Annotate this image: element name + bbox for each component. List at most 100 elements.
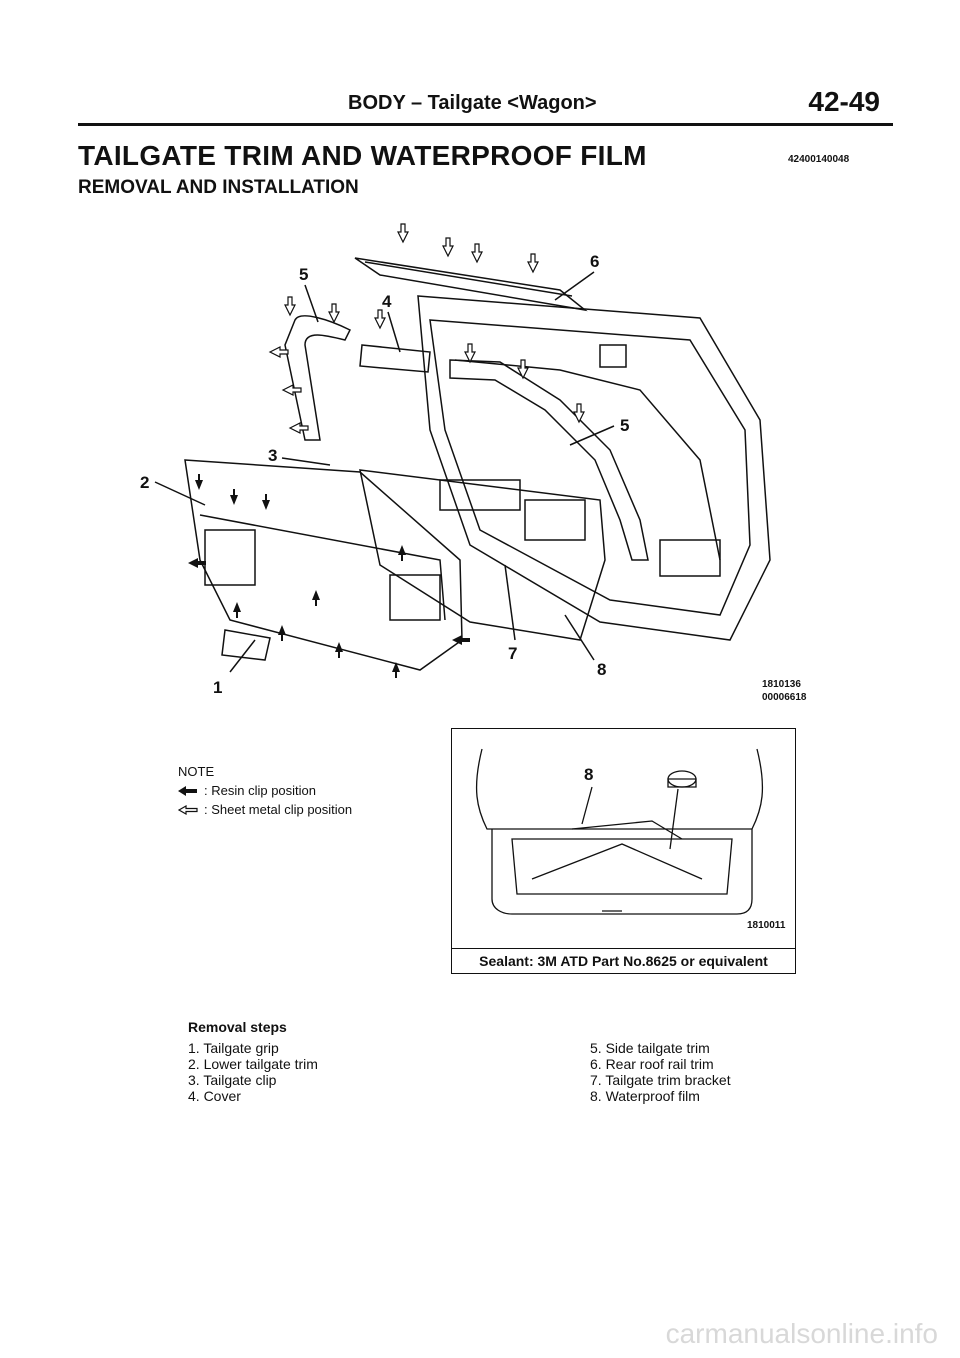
callout-8: 8 [597, 660, 607, 679]
resin-clip-arrow-icon [188, 558, 206, 568]
title-code: 42400140048 [788, 154, 850, 165]
removal-steps-heading: Removal steps [188, 1019, 287, 1035]
inset-film-edge [571, 820, 683, 840]
sealant-caption: Sealant: 3M ATD Part No.8625 or equivale… [451, 948, 796, 974]
inset-leader-8 [581, 786, 593, 825]
tailgate-opening-center [524, 499, 586, 541]
callout-1: 1 [213, 678, 223, 697]
figure-code-line2: 00006618 [762, 692, 807, 703]
removal-steps-right: 5. Side tailgate trim 6. Rear roof rail … [590, 1040, 731, 1104]
waterproof-film-inset-diagram [475, 748, 764, 915]
lower-trim-pocket-left [204, 529, 256, 586]
inset-figure: 8 [451, 728, 796, 974]
rear-roof-rail-trim-edge [364, 261, 573, 297]
sheet-metal-clip-arrow-icon [464, 343, 476, 364]
inset-film-area [511, 838, 733, 895]
sheet-metal-clip-arrow-icon [178, 804, 198, 815]
callout-5-right: 5 [620, 416, 630, 435]
callout-7: 7 [508, 644, 518, 663]
cover-part [359, 344, 431, 373]
resin-clip-arrow-icon [278, 625, 286, 641]
sheet-metal-clip-arrow-icon [268, 346, 289, 358]
callout-6: 6 [590, 252, 600, 271]
resin-clip-markers [188, 474, 470, 678]
sheet-metal-clip-arrow-icon [284, 296, 296, 317]
sheet-metal-clip-arrow-icon [573, 403, 585, 424]
inset-body-outline [475, 748, 764, 830]
note-legend: NOTE : Resin clip position : Sheet metal… [178, 762, 352, 819]
resin-clip-arrow-icon [178, 785, 197, 796]
tailgate-inner-edge [454, 359, 721, 561]
tailgate-bracket-upper [599, 344, 627, 368]
resin-clip-arrow-icon [312, 590, 320, 606]
removal-steps-left: 1. Tailgate grip 2. Lower tailgate trim … [188, 1040, 318, 1104]
leader-4 [387, 311, 401, 353]
lower-tailgate-trim [184, 459, 463, 671]
figure-code: 1810136 00006618 [762, 678, 807, 704]
sheet-metal-clip-markers [268, 223, 585, 434]
tailgate-frame-inner [429, 319, 751, 616]
sheet-metal-clip-arrow-icon [471, 243, 483, 264]
sheet-metal-clip-arrow-icon [517, 359, 529, 380]
callout-2: 2 [140, 473, 150, 492]
sheet-metal-clip-arrow-icon [288, 422, 309, 434]
leader-8 [564, 614, 595, 661]
inset-sealant-base [667, 778, 697, 788]
rear-roof-rail-trim [354, 257, 588, 312]
leader-5a [304, 284, 319, 323]
tailgate-frame [417, 295, 771, 641]
list-item: 7. Tailgate trim bracket [590, 1072, 731, 1088]
leader-3 [281, 457, 331, 466]
note-item-resin-text: : Resin clip position [204, 783, 316, 798]
sheet-metal-clip-arrow-icon [527, 253, 539, 274]
page-number: 42-49 [808, 86, 880, 117]
inset-tailgate-opening [491, 829, 753, 915]
resin-clip-arrow-icon [195, 474, 203, 490]
list-item: 2. Lower tailgate trim [188, 1056, 318, 1072]
side-tailgate-trim-left [284, 315, 352, 441]
section-header: BODY – Tailgate <Wagon> [348, 92, 597, 114]
resin-clip-arrow-icon [230, 489, 238, 505]
sheet-metal-clip-arrow-icon [397, 223, 409, 244]
resin-clip-arrow-icon [262, 494, 270, 510]
inset-film-crease [531, 843, 703, 880]
header-rule [78, 123, 893, 126]
list-item: 6. Rear roof rail trim [590, 1056, 714, 1072]
page-title: TAILGATE TRIM AND WATERPROOF FILM [78, 140, 647, 171]
resin-clip-arrow-icon [335, 642, 343, 658]
page-subtitle: REMOVAL AND INSTALLATION [78, 177, 359, 198]
leader-2 [154, 481, 206, 506]
callout-4: 4 [382, 292, 392, 311]
footer-watermark: carmanualsonline.info [665, 1318, 938, 1349]
sheet-metal-clip-arrow-icon [442, 237, 454, 258]
lower-trim-ridge [199, 514, 446, 621]
resin-clip-arrow-icon [392, 662, 400, 678]
list-item: 4. Cover [188, 1088, 241, 1104]
tailgate-grip [221, 629, 271, 661]
list-item: 1. Tailgate grip [188, 1040, 279, 1056]
list-item: 8. Waterproof film [590, 1088, 700, 1104]
list-item: 5. Side tailgate trim [590, 1040, 710, 1056]
sheet-metal-clip-arrow-icon [281, 384, 302, 396]
note-item-sheet-metal: : Sheet metal clip position [178, 800, 352, 819]
leader-5b [569, 425, 615, 446]
film-handle-recess [439, 479, 521, 511]
figure-code-line1: 1810136 [762, 679, 801, 690]
sheet-metal-clip-arrow-icon [374, 309, 386, 330]
inset-callout-8: 8 [584, 765, 594, 784]
tailgate-opening-right [659, 539, 721, 577]
note-item-sheet-metal-text: : Sheet metal clip position [204, 802, 353, 817]
callout-5-left: 5 [299, 265, 309, 284]
lower-trim-pocket-right [389, 574, 441, 621]
note-heading: NOTE [178, 764, 215, 779]
resin-clip-arrow-icon [398, 545, 406, 561]
resin-clip-arrow-icon [452, 635, 470, 645]
inset-figure-code: 1810011 [747, 920, 786, 931]
resin-clip-arrow-icon [233, 602, 241, 618]
note-item-resin: : Resin clip position [178, 781, 352, 800]
list-item: 3. Tailgate clip [188, 1072, 277, 1088]
callout-3: 3 [268, 446, 278, 465]
sheet-metal-clip-arrow-icon [328, 303, 340, 324]
waterproof-film [359, 469, 606, 641]
